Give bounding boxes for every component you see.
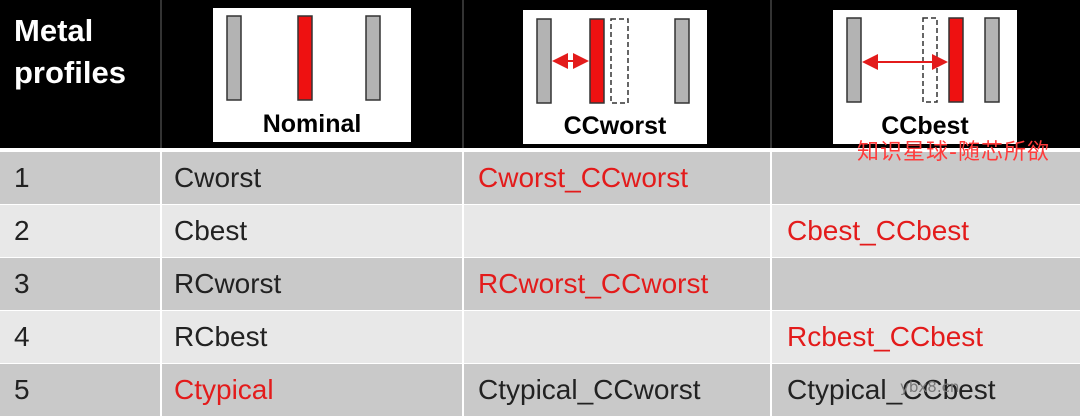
table-row: 2 Cbest Cbest_CCbest: [0, 205, 1080, 257]
left-neighbor-wire: [536, 18, 552, 104]
nominal-position-outline: [610, 18, 629, 104]
header-divider: [770, 0, 772, 148]
header-divider: [462, 0, 464, 148]
table-row: 4 RCbest Rcbest_CCbest: [0, 311, 1080, 363]
header-cell-ccbest: CCbest: [771, 0, 1080, 148]
ccbest-label: CCbest: [881, 112, 969, 140]
ccworst-label: CCworst: [563, 112, 667, 140]
row-number: 4: [14, 321, 30, 352]
site-watermark: ybx8.cn: [900, 378, 960, 396]
table-row: 3 RCworst RCworst_CCworst: [0, 258, 1080, 310]
right-neighbor-wire: [984, 17, 1000, 103]
nominal-label: Nominal: [262, 110, 362, 138]
left-neighbor-wire: [226, 15, 242, 101]
header-divider: [160, 0, 162, 148]
ccbest-corner: Rcbest_CCbest: [787, 321, 984, 352]
header-cell-nominal: Nominal: [160, 0, 463, 148]
ccbest-corner: Cbest_CCbest: [787, 215, 970, 246]
table-row: 1 Cworst Cworst_CCworst: [0, 152, 1080, 204]
row-number: 2: [14, 215, 30, 246]
ccworst-corner: Ctypical_CCworst: [478, 374, 701, 405]
nominal-position-outline: [922, 17, 938, 103]
shifted-victim-wire: [948, 17, 964, 103]
right-neighbor-wire: [674, 18, 690, 104]
table-header: Metal profiles Nominal: [0, 0, 1080, 148]
ccworst-diagram: CCworst: [523, 10, 707, 144]
row-number: 1: [14, 162, 30, 193]
nominal-corner: Cworst: [174, 162, 262, 193]
nominal-corner: RCbest: [174, 321, 268, 352]
nominal-diagram: Nominal: [213, 8, 411, 142]
ccworst-corner: Cworst_CCworst: [478, 162, 689, 193]
left-neighbor-wire: [846, 17, 862, 103]
watermark-text: 知识星球-随芯所欲: [857, 140, 1050, 165]
nominal-corner: RCworst: [174, 268, 282, 299]
victim-wire: [297, 15, 313, 101]
shifted-victim-wire: [589, 18, 605, 104]
profiles-table-body: 1 Cworst Cworst_CCworst 2 Cbest Cbest_CC…: [0, 148, 1080, 417]
table-row: 5 Ctypical Ctypical_CCworst Ctypical_CCb…: [0, 364, 1080, 416]
column-divider: [462, 148, 464, 417]
ccworst-corner: RCworst_CCworst: [478, 268, 709, 299]
row-number: 3: [14, 268, 30, 299]
ccbest-corner: Ctypical_CCbest: [787, 374, 996, 405]
header-cell-title: Metal profiles: [0, 0, 160, 148]
nominal-wires-figure: [226, 15, 381, 101]
ccbest-wires-figure: [846, 17, 1000, 103]
right-neighbor-wire: [365, 15, 381, 101]
column-divider: [770, 148, 772, 417]
nominal-corner: Cbest: [174, 215, 248, 246]
column-divider: [160, 148, 162, 417]
ccbest-diagram: CCbest: [833, 10, 1017, 144]
header-title: Metal profiles: [14, 13, 126, 90]
row-number: 5: [14, 374, 30, 405]
header-cell-ccworst: CCworst: [463, 0, 771, 148]
nominal-corner: Ctypical: [174, 374, 274, 405]
ccworst-wires-figure: [536, 18, 690, 104]
